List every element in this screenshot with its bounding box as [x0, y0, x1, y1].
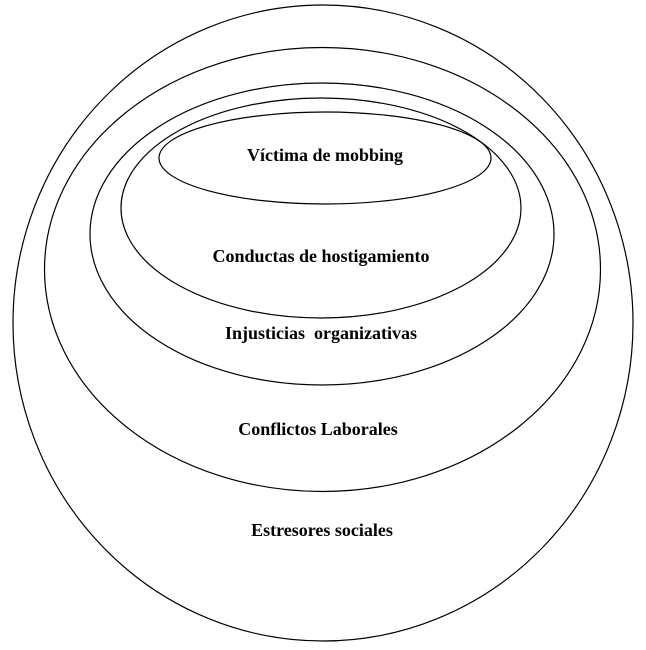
ellipse-conflictos-laborales	[43, 46, 602, 493]
ellipse-conductas-hostigamiento	[120, 97, 522, 319]
label-conflictos-laborales: Conflictos Laborales	[238, 419, 398, 439]
ellipse-injusticias-organizativas	[89, 82, 555, 386]
label-victima-mobbing: Víctima de mobbing	[247, 145, 403, 165]
label-injusticias-organizativas: Injusticias organizativas	[225, 323, 417, 343]
ellipse-victima-mobbing	[158, 111, 492, 205]
ellipse-estresores-sociales	[12, 4, 634, 642]
label-conductas-hostigamiento: Conductas de hostigamiento	[212, 246, 429, 266]
label-estresores-sociales: Estresores sociales	[251, 520, 393, 540]
